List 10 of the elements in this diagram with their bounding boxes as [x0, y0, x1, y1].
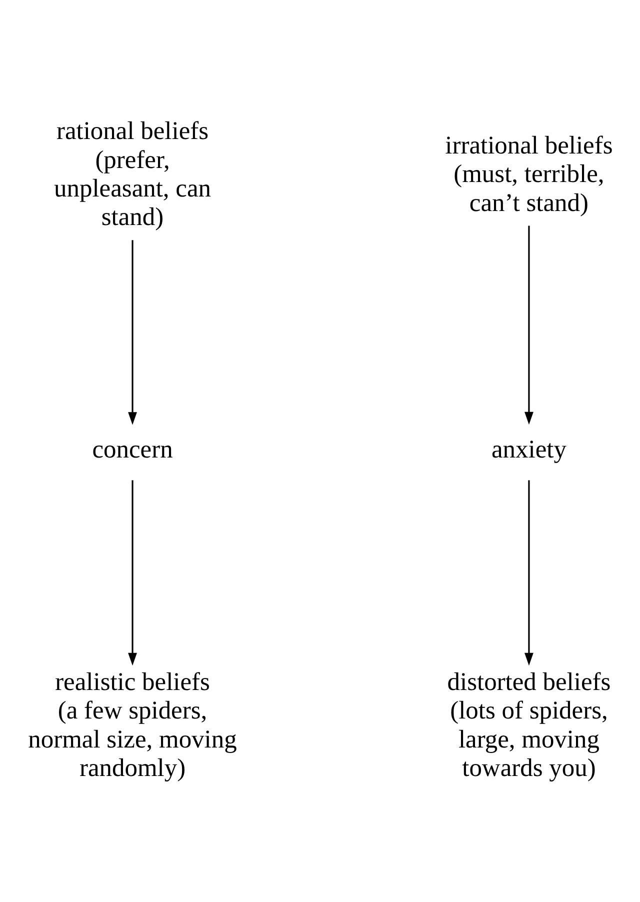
arrow [524, 480, 534, 666]
arrow [524, 225, 534, 424]
node-text: concern [92, 434, 173, 464]
arrow [128, 480, 137, 666]
node-text: distorted beliefs (lots of spiders, large, moving towards you) [447, 666, 611, 782]
node-text: anxiety [491, 434, 566, 464]
node-text: rational beliefs (prefer, unpleasant, can stand) [54, 116, 212, 231]
node-text: realistic beliefs (a few spiders, normal size, moving randomly) [28, 666, 237, 782]
node-text: irrational beliefs (must, terrible, can’t stand) [445, 130, 613, 216]
arrow [128, 240, 137, 424]
